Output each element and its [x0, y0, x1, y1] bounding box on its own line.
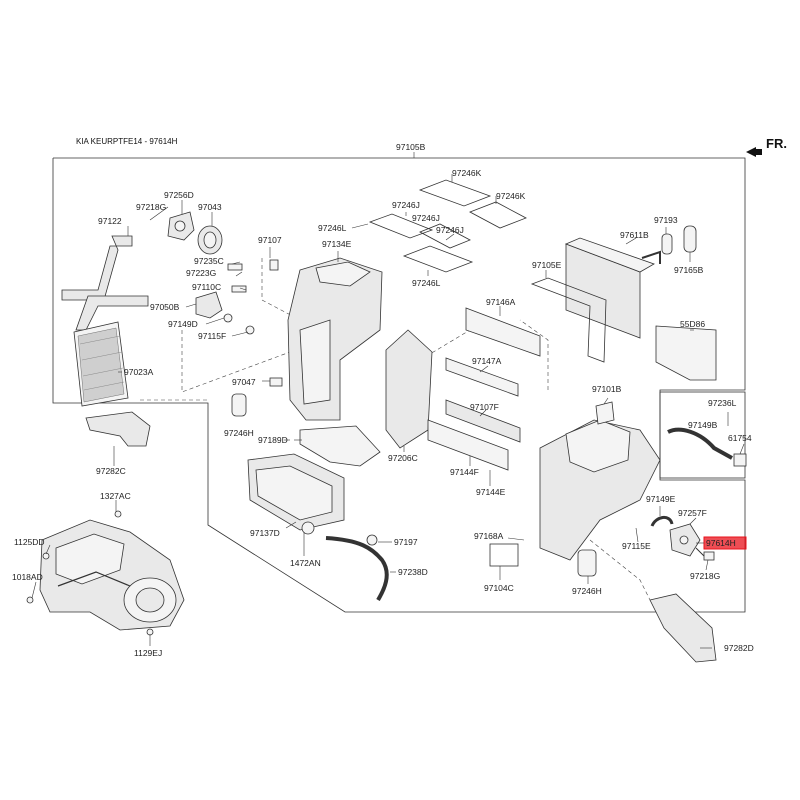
- label-97282D: 97282D: [724, 643, 754, 653]
- diagram-title: KIA KEURPTFE14 - 97614H: [76, 137, 178, 146]
- doors-97146A: [427, 307, 541, 471]
- clip-97149E: [650, 516, 674, 527]
- label-1129EJ: 1129EJ: [134, 648, 162, 658]
- label-97246K: 97246K: [452, 168, 482, 178]
- label-97235C: 97235C: [194, 256, 224, 266]
- label-1472AN: 1472AN: [290, 558, 321, 568]
- label-97168A: 97168A: [474, 531, 504, 541]
- label-97107F: 97107F: [470, 402, 499, 412]
- label-97246L: 97246L: [318, 223, 347, 233]
- label-97246L: 97246L: [412, 278, 441, 288]
- label-97134E: 97134E: [322, 239, 352, 249]
- heater-pipes: [61, 235, 149, 331]
- label-97105E: 97105E: [532, 260, 562, 270]
- label-97257F: 97257F: [678, 508, 707, 518]
- label-97238D: 97238D: [398, 567, 428, 577]
- gaskets-97246J: [368, 213, 474, 273]
- label-97043: 97043: [198, 202, 222, 212]
- lower-case-97137D: [247, 453, 345, 531]
- label-97246J: 97246J: [436, 225, 464, 235]
- label-1327AC: 1327AC: [100, 491, 131, 501]
- label-97110C: 97110C: [192, 282, 221, 292]
- label-97614H: 97614H: [706, 538, 736, 548]
- seal-97246H-right: [577, 549, 597, 577]
- label-97149E: 97149E: [646, 494, 676, 504]
- label-97144F: 97144F: [450, 467, 479, 477]
- label-97107: 97107: [258, 235, 282, 245]
- label-97149D: 97149D: [168, 319, 198, 329]
- case-left-half: [287, 257, 383, 421]
- label-97115E: 97115E: [622, 541, 651, 551]
- seal-97246H: [231, 393, 247, 417]
- label-55D86: 55D86: [680, 319, 705, 329]
- label-97050B: 97050B: [150, 302, 180, 312]
- label-97147A: 97147A: [472, 356, 502, 366]
- label-1125DD: 1125DD: [14, 537, 45, 547]
- label-97023A: 97023A: [124, 367, 154, 377]
- label-97137D: 97137D: [250, 528, 280, 538]
- label-97165B: 97165B: [674, 265, 704, 275]
- part-labels: 97105B 97246K 97246K 97256D 97218G 97043…: [12, 142, 754, 658]
- label-97115F: 97115F: [198, 331, 226, 341]
- label-97236L: 97236L: [708, 398, 737, 408]
- label-97146A: 97146A: [486, 297, 516, 307]
- leader-lines: [31, 174, 745, 649]
- actuator-motor-upper: [167, 211, 195, 241]
- label-97246J: 97246J: [392, 200, 420, 210]
- label-97218G: 97218G: [690, 571, 720, 581]
- label-97246K: 97246K: [496, 191, 526, 201]
- label-97105B: 97105B: [396, 142, 426, 152]
- label-97104C: 97104C: [484, 583, 514, 593]
- label-97218G: 97218G: [136, 202, 166, 212]
- right-duct-97282D: [649, 593, 717, 663]
- evap-gasket-97105E: [530, 277, 607, 363]
- label-97189D: 97189D: [258, 435, 288, 445]
- label-97101B: 97101B: [592, 384, 622, 394]
- evaporator-97611B: [564, 237, 661, 339]
- mode-door-97206C: [385, 329, 433, 449]
- filter-door-97189D: [299, 425, 381, 467]
- gasket-97104C: [489, 543, 519, 567]
- label-97256D: 97256D: [164, 190, 194, 200]
- label-97047: 97047: [232, 377, 256, 387]
- label-97246H: 97246H: [572, 586, 602, 596]
- label-97611B: 97611B: [620, 230, 649, 240]
- label-97197: 97197: [394, 537, 418, 547]
- label-1018AD: 1018AD: [12, 572, 43, 582]
- label-61754: 61754: [728, 433, 752, 443]
- front-direction-label: FR.: [766, 136, 787, 151]
- case-right-half-97101B: [539, 401, 661, 561]
- small-linkages: [223, 259, 283, 387]
- gaskets-97246K: [418, 179, 527, 229]
- label-97223G: 97223G: [186, 268, 216, 278]
- left-duct-97282C: [85, 411, 151, 447]
- drain-hose-97238D: [301, 521, 389, 602]
- hose-group-frame: [659, 391, 746, 479]
- label-97282C: 97282C: [96, 466, 126, 476]
- label-97246H: 97246H: [224, 428, 254, 438]
- heater-core: [73, 321, 129, 407]
- drain-hose-97149B: [667, 427, 747, 467]
- cover-55D86: [655, 325, 717, 381]
- blower-unit-assembly: [26, 510, 185, 636]
- label-97246J: 97246J: [412, 213, 440, 223]
- label-97149B: 97149B: [688, 420, 718, 430]
- front-arrow-icon: [746, 147, 762, 157]
- expansion-seals-97165B: [661, 225, 697, 255]
- label-97144E: 97144E: [476, 487, 506, 497]
- actuator-motor-lower: [195, 291, 223, 319]
- actuator-motor-round: [197, 225, 223, 255]
- sensor-97614H: [695, 547, 715, 561]
- label-97122: 97122: [98, 216, 122, 226]
- label-97206C: 97206C: [388, 453, 418, 463]
- actuator-97257F: [669, 523, 701, 557]
- label-97193: 97193: [654, 215, 678, 225]
